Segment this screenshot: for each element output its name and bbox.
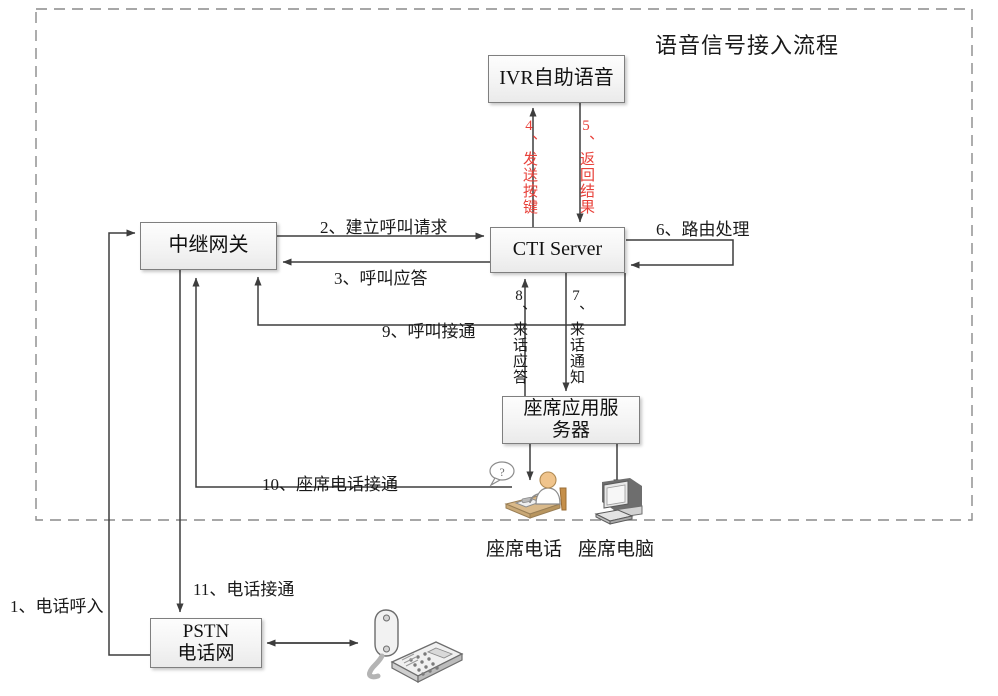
node-trunk-gateway[interactable]: 中继网关 [140, 222, 277, 270]
node-ivr-label: IVR自助语音 [499, 67, 614, 90]
node-cti-server-label: CTI Server [512, 238, 603, 261]
edge-incoming-call [108, 229, 150, 656]
flow-label-step1: 1、电话呼入 [10, 597, 104, 616]
node-pstn-label: PSTN 电话网 [177, 620, 235, 664]
flow-label-step11: 11、电话接通 [193, 580, 295, 599]
flow-label-step4: 4、发送按键 [521, 118, 537, 215]
flow-label-step5: 5、返回结果 [578, 118, 594, 215]
svg-text:?: ? [499, 465, 504, 479]
flow-label-step9: 9、呼叫接通 [382, 322, 476, 341]
flow-label-step3: 3、呼叫应答 [334, 269, 428, 288]
flow-label-step2: 2、建立呼叫请求 [320, 218, 448, 237]
flow-label-step10: 10、座席电话接通 [262, 475, 398, 494]
node-ivr[interactable]: IVR自助语音 [488, 55, 625, 103]
node-agent-app-server[interactable]: 座席应用服 务器 [502, 396, 640, 444]
edge-agent-phone-connected [192, 277, 512, 488]
flow-label-step6: 6、路由处理 [656, 220, 750, 239]
page-title: 语音信号接入流程 [655, 33, 840, 58]
desktop-computer-icon [592, 476, 650, 526]
flow-label-step8: 8、来话应答 [511, 288, 527, 385]
agent-phone-caption: 座席电话 [486, 539, 563, 560]
agent-computer-caption: 座席电脑 [578, 539, 655, 560]
node-trunk-gateway-label: 中继网关 [168, 234, 249, 257]
node-agent-app-server-label: 座席应用服 务器 [523, 397, 619, 441]
desk-telephone-icon [358, 604, 470, 688]
flow-label-step7: 7、来话通知 [568, 288, 584, 385]
edge-route-handling [626, 239, 734, 269]
node-pstn[interactable]: PSTN 电话网 [150, 618, 262, 668]
agent-at-desk-icon: ? [486, 458, 570, 522]
node-cti-server[interactable]: CTI Server [490, 227, 625, 273]
